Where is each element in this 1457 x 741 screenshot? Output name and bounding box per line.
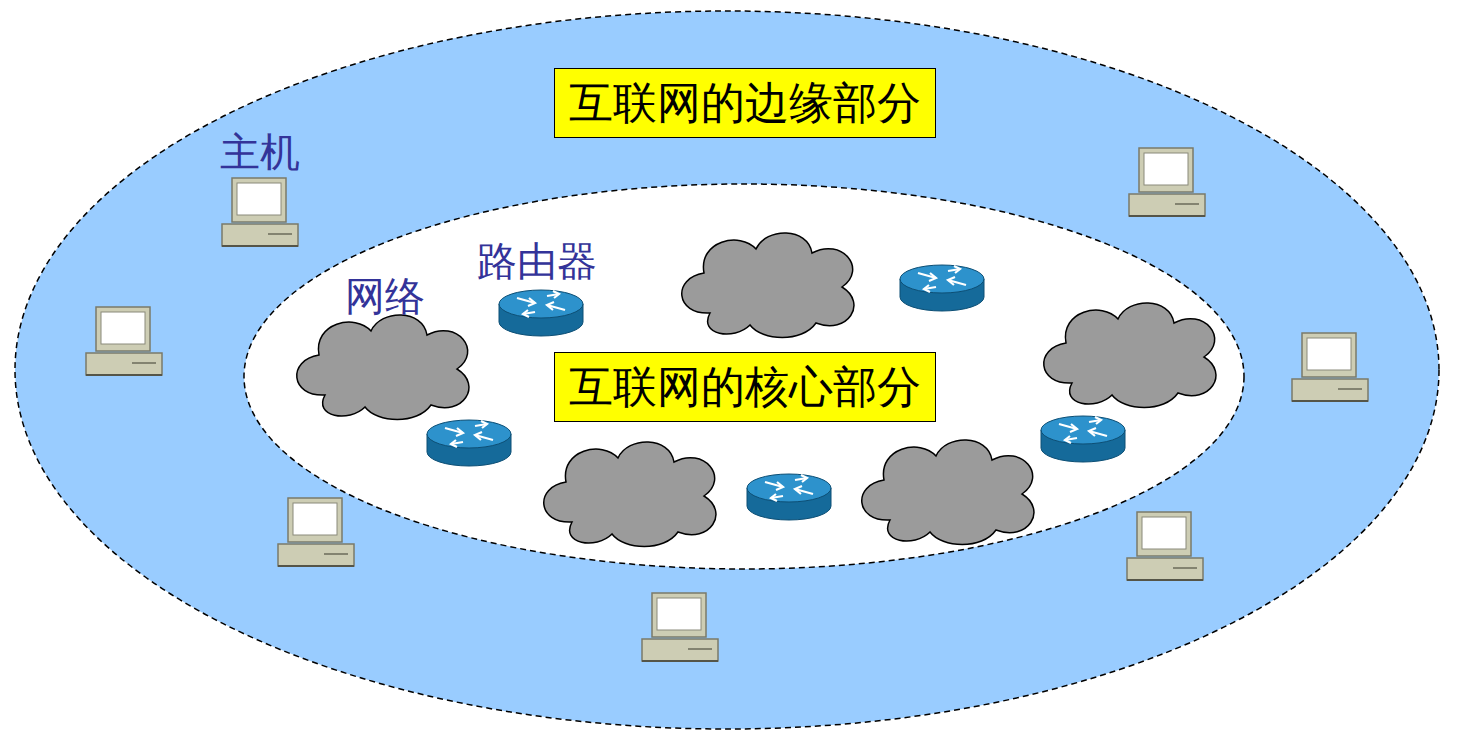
part-label: 主机 xyxy=(220,130,300,174)
region-title: 互联网的边缘部分 xyxy=(554,68,936,139)
part-label: 路由器 xyxy=(477,239,597,283)
core-region: 互联网的核心部分 xyxy=(243,183,1245,570)
region-ellipse xyxy=(244,184,1244,569)
region-title: 互联网的核心部分 xyxy=(554,352,936,423)
part-label: 网络 xyxy=(345,274,425,318)
edge-region: 互联网的核心部分互联网的边缘部分 xyxy=(14,10,1440,730)
region-ellipse xyxy=(15,11,1439,729)
